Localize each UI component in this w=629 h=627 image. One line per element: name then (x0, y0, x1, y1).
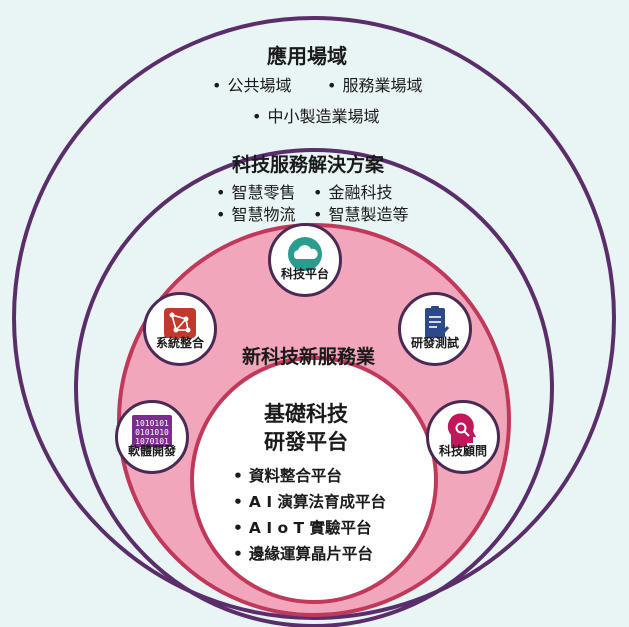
outer-item: 服務業場域 (327, 72, 422, 96)
middle-item: 智慧物流 (216, 201, 295, 225)
node-label: 科技顧問 (438, 444, 487, 458)
node-tech-platform: 科技平台 (268, 223, 342, 297)
middle-item: 金融科技 (313, 179, 392, 203)
core-item: A I o T 實驗平台 (233, 516, 372, 538)
core-title-line1: 基礎科技 (264, 402, 348, 426)
network-icon (164, 308, 196, 338)
clipboard-check-icon (425, 306, 450, 338)
binary-code-icon: 1010101 0101010 1070101 (132, 415, 172, 447)
node-tech-consulting: 科技顧問 (426, 400, 500, 474)
core-title-line2: 研發平台 (264, 430, 348, 454)
node-label: 系統整合 (155, 336, 204, 350)
node-system-integration: 系統整合 (143, 292, 217, 366)
node-label: 科技平台 (280, 267, 329, 281)
svg-text:1070101: 1070101 (135, 437, 169, 446)
core-item: A I 演算法育成平台 (233, 490, 386, 512)
node-label: 軟體開發 (127, 444, 176, 458)
outer-ring (12, 16, 616, 620)
middle-title: 科技服務解決方案 (232, 154, 385, 176)
cloud-icon (288, 237, 322, 271)
svg-text:1010101: 1010101 (135, 419, 169, 428)
inner-title: 新科技新服務業 (242, 346, 376, 368)
middle-ring (74, 148, 554, 627)
outer-title: 應用場域 (267, 44, 347, 68)
node-label: 研發測試 (410, 336, 459, 350)
outer-item: 中小製造業場域 (252, 103, 379, 127)
node-software-dev: 1010101 0101010 1070101 軟體開發 (115, 400, 189, 474)
middle-item: 智慧零售 (216, 179, 295, 203)
core-item: 資料整合平台 (233, 464, 342, 486)
head-key-icon (447, 413, 476, 447)
svg-text:0101010: 0101010 (135, 428, 169, 437)
outer-item: 公共場域 (212, 72, 291, 96)
node-rd-testing: 研發測試 (398, 292, 472, 366)
core-item: 邊緣運算晶片平台 (233, 542, 373, 564)
middle-item: 智慧製造等 (313, 201, 408, 225)
